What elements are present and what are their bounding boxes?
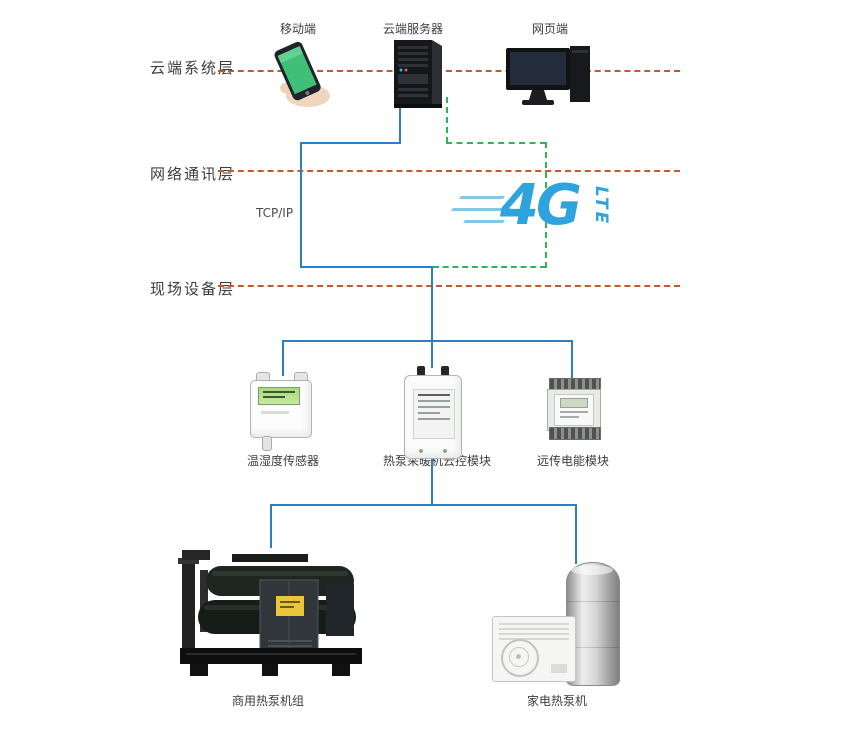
home-label: 家电热泵机 xyxy=(526,694,587,708)
meter-face xyxy=(554,394,594,426)
connector-green-bottom xyxy=(433,266,546,268)
sensor-label: 温湿度传感器 xyxy=(246,454,319,468)
layer-label-cloud: 云端系统层 xyxy=(150,59,236,77)
module-body xyxy=(404,375,462,459)
label-text-row xyxy=(418,418,450,420)
antenna-connector xyxy=(441,366,449,377)
monitor-graphic xyxy=(506,46,590,105)
lcd-text-row xyxy=(263,391,295,393)
fan-inner-ring xyxy=(509,647,529,667)
connector-equipment-bus xyxy=(270,504,577,506)
connector-controller-down xyxy=(431,456,433,506)
connector-top-horizontal xyxy=(300,142,401,144)
connector-drop-sensor xyxy=(282,340,284,376)
server-label: 云端服务器 xyxy=(382,22,443,36)
lcd-screen xyxy=(258,387,300,405)
connector-mid-horizontal xyxy=(300,266,433,268)
cloud-control-module-icon xyxy=(404,366,462,459)
outdoor-unit xyxy=(492,616,576,682)
connector-drop-home xyxy=(575,504,577,564)
tank-top-cap xyxy=(571,565,613,575)
connector-green-server-down xyxy=(446,97,448,143)
meter-lcd xyxy=(560,398,588,408)
commercial-heat-pump-graphic xyxy=(178,550,362,676)
layer-divider-field xyxy=(218,285,680,287)
brand-text xyxy=(261,411,289,414)
label-text-row xyxy=(418,406,450,408)
smartphone-icon xyxy=(262,38,336,114)
label-text-row xyxy=(418,394,450,396)
layer-label-network: 网络通讯层 xyxy=(150,165,236,183)
tcpip-label: TCP/IP xyxy=(256,206,294,220)
meter-text-row xyxy=(560,411,588,413)
server-graphic xyxy=(394,40,442,108)
energy-meter-icon xyxy=(547,378,601,440)
logo-4g-text: 4G xyxy=(500,173,582,238)
vent-slats xyxy=(499,623,569,641)
connector-drop-controller xyxy=(431,340,433,368)
server-tower-icon xyxy=(386,38,448,114)
antenna-connector xyxy=(417,366,425,377)
connector-drop-commercial xyxy=(270,504,272,548)
module-label xyxy=(413,389,455,439)
lcd-text-row xyxy=(263,396,285,398)
unit-badge xyxy=(551,664,567,673)
logo-lte-text: LTE xyxy=(591,186,611,227)
connector-green-4g-vertical xyxy=(545,142,547,268)
speed-line xyxy=(458,196,506,199)
layer-divider-cloud xyxy=(218,70,680,72)
mobile-label: 移动端 xyxy=(279,22,316,36)
fan-hub xyxy=(516,654,521,659)
sensor-body xyxy=(250,380,312,438)
meter-text-row xyxy=(560,416,579,418)
web-label: 网页端 xyxy=(531,22,568,36)
connector-green-top xyxy=(446,142,546,144)
sensor-probe xyxy=(262,436,272,451)
connector-tcpip-vertical xyxy=(300,142,302,268)
commercial-label: 商用热泵机组 xyxy=(231,694,304,708)
label-text-row xyxy=(418,412,440,414)
screw-hole xyxy=(443,449,447,453)
temp-humidity-sensor-icon xyxy=(250,372,314,451)
commercial-heat-pump-icon xyxy=(176,544,366,690)
layer-divider-network xyxy=(218,170,680,172)
fan-grille xyxy=(501,639,539,677)
connector-field-bus xyxy=(282,340,573,342)
smartphone-graphic xyxy=(274,41,330,107)
tank-seam xyxy=(567,601,619,602)
speed-line xyxy=(462,220,506,223)
terminal-strip-bottom xyxy=(549,427,601,440)
4g-lte-logo: 4G LTE xyxy=(450,178,617,254)
label-text-row xyxy=(418,400,450,402)
meter-body xyxy=(547,389,601,431)
tank-seam xyxy=(567,647,619,648)
connector-to-field xyxy=(431,266,433,342)
meter-label: 远传电能模块 xyxy=(536,454,609,468)
connector-server-down xyxy=(399,108,401,143)
layer-label-field: 现场设备层 xyxy=(150,280,236,298)
desktop-monitor-icon xyxy=(506,42,594,114)
screw-hole xyxy=(419,449,423,453)
connector-drop-meter xyxy=(571,340,573,380)
